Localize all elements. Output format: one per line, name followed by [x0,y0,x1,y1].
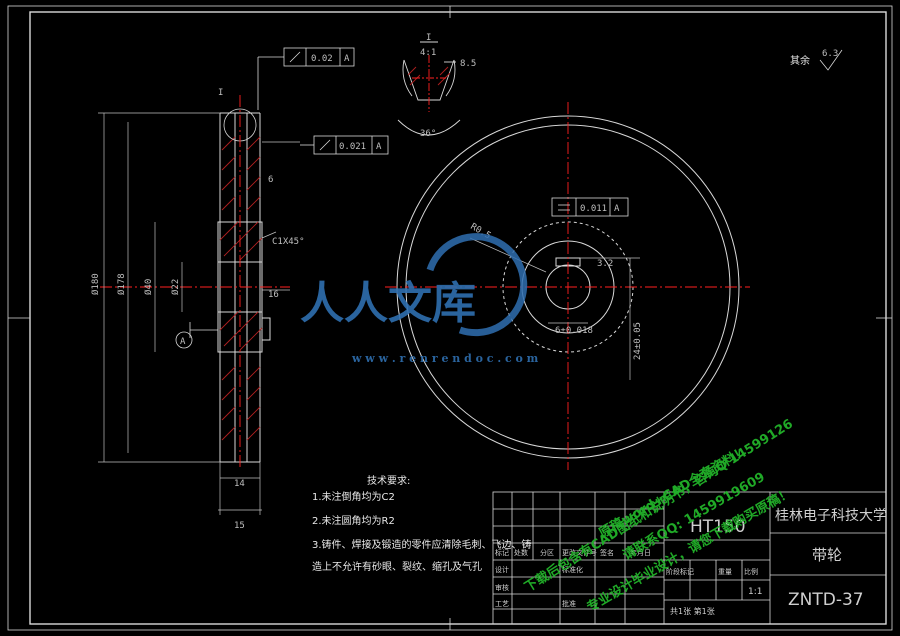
runout-top-value: 0.02 [311,54,333,64]
tb-scale: 1:1 [748,587,762,597]
dim-groove-depth: 8.5 [460,59,476,69]
parallel-datum: A [614,204,620,214]
tb-row-label-1: 标记 [495,548,509,557]
groove-detail-center [412,55,446,112]
dim-hub-len: 16 [268,290,279,300]
tb-material: HT150 [690,517,746,537]
tb-drawing-no: ZNTD-37 [788,590,864,610]
section-hatching [219,136,263,441]
roughness-rest-symbol [819,49,843,71]
dim-chamfer: C1X45° [272,237,305,247]
parallel-value: 0.011 [580,204,607,214]
front-centerlines [385,102,750,470]
watermark-url: w w w . r e n r e n d o c . c o m [351,352,539,365]
dim-groove-width: 6 [268,175,273,185]
runout-mid-value: 0.021 [339,142,366,152]
border-ticks [8,6,892,630]
tb-design: 设计 [495,565,509,574]
tb-review: 审核 [495,583,509,592]
tb-approve: 批准 [562,599,576,608]
dim-bore-depth: 24±0.05 [633,322,643,360]
groove-detail-hatch [407,66,451,86]
tech-req-item-3: 3.铸件、焊接及锻造的零件应清除毛刺、飞边、铸 [312,538,532,551]
tb-stage-label-2: 重量 [718,568,732,576]
dim-d22: Ø22 [170,279,181,295]
tb-row-label-6: 年月日 [630,548,651,557]
promo-line-4: 专业设计毕业设计，请您下载购买原稿！ [584,485,795,616]
tb-process: 工艺 [495,600,509,608]
title-block [492,491,887,625]
dim-width-15: 15 [234,521,245,531]
tech-req-item-4: 造上不允许有砂眼、裂纹、缩孔及气孔 [312,560,482,573]
runout-mid-datum: A [376,142,382,152]
tech-req-item-2: 2.未注圆角均为R2 [312,514,395,527]
tech-req-item-1: 1.未注倒角均为C2 [312,490,395,503]
tb-row-label-2: 处数 [514,548,528,557]
runout-frame-mid [300,135,389,155]
front-dims [469,237,640,380]
tb-university: 桂林电子科技大学 [775,508,887,524]
tb-stage-label-3: 比例 [744,567,758,576]
dim-d178: Ø178 [116,273,127,295]
roughness-rest-value: 6.3 [822,49,838,59]
tb-part-name: 带轮 [812,546,842,564]
tech-req-title: 技术要求: [367,474,410,487]
runout-top-datum: A [344,54,350,64]
dim-width-14: 14 [234,479,245,489]
watermark-logo-ring [426,233,528,337]
watermark-logo: 人人文库 [300,278,476,329]
tb-stage-label-1: 阶段标记 [666,567,694,576]
detail-scale: 4:1 [420,48,436,58]
datum-a-symbol [175,322,218,349]
tb-standardize: 标准化 [562,565,583,574]
promo-overlay: 下载后包含有CAD图纸和说明书，咨询Q 14599126 原稿word+CAD全… [522,416,796,616]
tb-row-label-5: 签名 [600,548,614,557]
detail-label: I [426,33,431,43]
dim-d180: Ø180 [90,273,101,295]
tb-row-label-3: 分区 [540,548,554,557]
dim-surface-hub: 3.2 [597,259,613,269]
dim-angle: 36° [420,129,436,139]
section-view [217,112,271,463]
runout-frame-top [257,47,355,110]
dim-key-width: 6±0.018 [555,326,593,336]
tb-sheet: 共1张 第1张 [670,606,715,616]
roughness-rest-label: 其余 [790,54,810,67]
section-centerlines [100,95,290,470]
parallel-frame [551,197,629,217]
tb-row-label-4: 更改文件号 [562,548,597,557]
section-dims [98,112,300,515]
section-mark-i: I [218,88,223,98]
dim-d40: Ø40 [143,279,154,295]
datum-a-label: A [180,337,186,347]
